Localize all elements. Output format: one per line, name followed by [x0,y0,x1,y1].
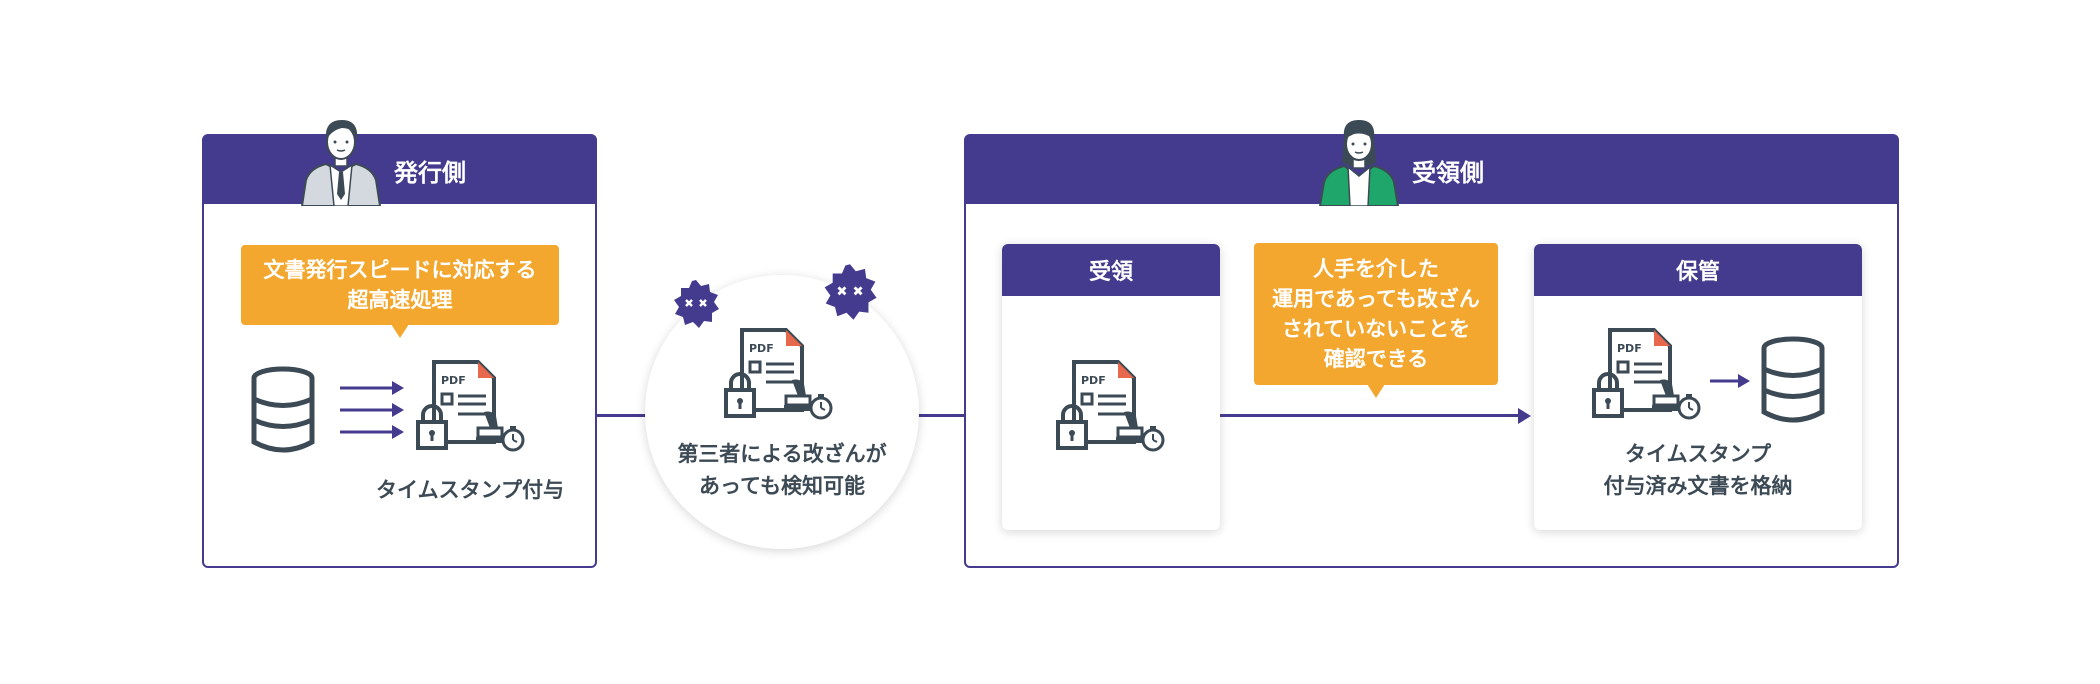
verification-bubble: 人手を介した 運用であっても改ざん されていないことを 確認できる [1254,243,1498,398]
speed-bubble-line1: 文書発行スピードに対応する [263,258,537,282]
virus-icon [820,262,880,322]
storage-caption-line1: タイムスタンプ [1625,442,1771,466]
connector-line-left [596,414,648,417]
receive-card-header: 受領 [1002,244,1220,296]
middle-caption-line1: 第三者による改ざんが [677,442,887,466]
storage-card-header: 保管 [1534,244,1862,296]
timestamped-pdf-icon: PDF [724,328,840,424]
connector-line-right [918,414,986,417]
issuer-panel-header: 発行側 [204,136,595,204]
middle-caption-line2: あっても検知可能 [699,474,865,498]
store-arrow-icon [1708,372,1752,390]
receiver-panel-title: 受領側 [1412,158,1484,187]
pdf-label: PDF [441,374,466,387]
female-person-icon [1314,116,1404,206]
receive-to-storage-line [1220,414,1520,417]
timestamped-pdf-icon: PDF [416,360,532,456]
issuer-panel-title: 発行側 [394,158,466,187]
timestamped-pdf-icon: PDF [1056,360,1172,456]
storage-caption-line2: 付与済み文書を格納 [1603,474,1793,498]
transfer-arrows-icon [338,378,406,442]
pdf-label: PDF [1081,374,1106,387]
middle-caption: 第三者による改ざんが あっても検知可能 [652,438,912,502]
receiver-panel-header: 受領側 [966,136,1897,204]
database-icon [1760,336,1826,424]
storage-card-title: 保管 [1675,260,1720,285]
receive-to-storage-arrowhead [1518,408,1531,424]
speed-bubble: 文書発行スピードに対応する 超高速処理 [241,245,559,338]
verification-bubble-line2: 運用であっても改ざん [1272,287,1480,311]
pdf-label: PDF [749,342,774,355]
issuer-panel: 発行側 [202,134,597,568]
verification-bubble-line1: 人手を介した [1313,257,1439,281]
timestamped-pdf-icon: PDF [1592,328,1708,424]
speed-bubble-line2: 超高速処理 [347,288,453,312]
verification-bubble-line3: されていないことを [1281,317,1471,341]
storage-caption: タイムスタンプ 付与済み文書を格納 [1560,438,1836,502]
verification-bubble-line4: 確認できる [1323,347,1429,371]
virus-icon [670,278,722,330]
male-person-icon [296,114,386,206]
issuer-caption: タイムスタンプ付与 [376,478,564,502]
database-icon [250,366,316,454]
pdf-label: PDF [1617,342,1642,355]
receive-card-title: 受領 [1088,260,1133,285]
